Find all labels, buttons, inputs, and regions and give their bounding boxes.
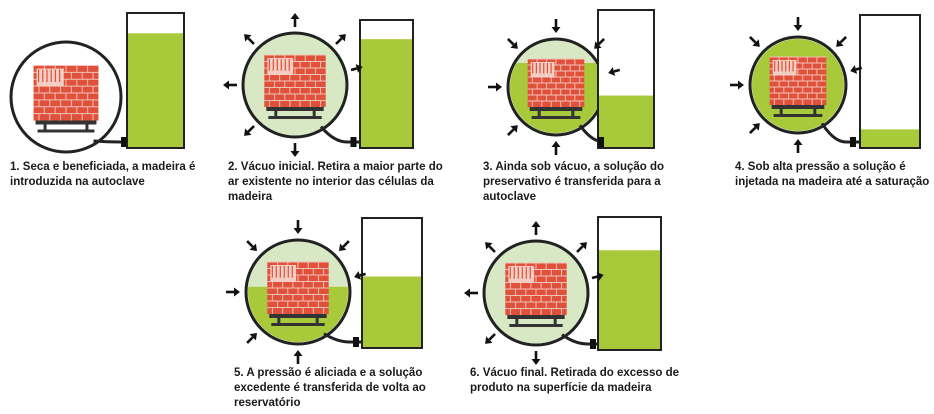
reservoir-solution	[599, 250, 660, 349]
trolley	[507, 315, 565, 327]
reservoir-solution	[128, 33, 183, 147]
caption-step-4: 4. Sob alta pressão a solução é injetada…	[735, 161, 930, 188]
reservoir-solution	[599, 95, 653, 147]
vacuum-arrow-icon	[730, 80, 744, 90]
vacuum-arrow-icon	[531, 221, 541, 235]
vacuum-arrow-icon	[226, 287, 240, 297]
valve	[850, 137, 856, 147]
vacuum-arrow-icon	[464, 288, 478, 298]
valve	[350, 137, 357, 147]
process-step-4	[730, 14, 921, 153]
transfer-pipe	[323, 332, 362, 344]
vacuum-arrow-icon	[506, 37, 518, 49]
process-step-6	[464, 216, 662, 365]
vacuum-arrow-icon	[335, 34, 346, 45]
valve	[598, 137, 604, 147]
vacuum-arrow-icon	[293, 350, 303, 364]
trolley	[771, 105, 825, 117]
transfer-pipe	[93, 139, 127, 144]
wood-stack	[267, 261, 329, 314]
vacuum-arrow-icon	[748, 35, 760, 47]
transfer-pipe	[561, 333, 598, 346]
vacuum-arrow-icon	[485, 242, 496, 253]
vacuum-arrow-icon	[354, 271, 366, 280]
reservoir-solution	[363, 276, 421, 347]
vacuum-arrow-icon	[244, 34, 255, 45]
vacuum-arrow-icon	[793, 17, 803, 31]
vacuum-arrow-icon	[608, 67, 621, 76]
reservoir-solution	[861, 129, 919, 147]
vacuum-arrow-icon	[290, 143, 300, 157]
caption-step-3: 3. Ainda sob vácuo, a solução do preserv…	[483, 161, 665, 203]
wood-stack	[527, 58, 585, 107]
valve	[353, 337, 359, 347]
vacuum-arrow-icon	[591, 272, 604, 281]
reservoir-tank	[859, 14, 921, 149]
trolley	[529, 107, 583, 119]
vacuum-arrow-icon	[488, 82, 502, 92]
trolley	[35, 120, 97, 133]
vacuum-arrow-icon	[551, 141, 561, 155]
vacuum-arrow-icon	[748, 123, 760, 135]
transfer-pipe	[319, 125, 360, 144]
vacuum-arrow-icon	[531, 351, 541, 365]
vacuum-arrow-icon	[576, 242, 587, 253]
vacuum-arrow-icon	[246, 333, 257, 344]
process-step-2	[223, 13, 414, 157]
vacuum-arrow-icon	[850, 65, 863, 74]
trolley	[266, 107, 324, 119]
wood-stack	[505, 262, 567, 315]
valve	[590, 339, 596, 349]
vacuum-arrow-icon	[244, 125, 255, 136]
process-step-3	[488, 9, 655, 155]
vacuum-arrow-icon	[223, 80, 237, 90]
caption-step-1: 1. Seca e beneficiada, a madeira é intro…	[10, 161, 196, 188]
reservoir-solution	[361, 39, 412, 148]
vacuum-arrow-icon	[594, 37, 606, 49]
caption-step-5: 5. A pressão é aliciada e a solução exce…	[234, 367, 426, 409]
vacuum-arrow-icon	[293, 220, 303, 234]
vacuum-arrow-icon	[290, 13, 300, 27]
transfer-pipe	[820, 122, 860, 144]
process-step-5	[226, 217, 423, 364]
trolley	[269, 314, 327, 326]
vacuum-arrow-icon	[793, 139, 803, 153]
vacuum-arrow-icon	[551, 19, 561, 33]
vacuum-arrow-icon	[836, 35, 848, 47]
wood-stack	[769, 56, 827, 105]
valve	[121, 137, 127, 147]
vacuum-arrow-icon	[485, 333, 496, 344]
caption-step-2: 2. Vácuo inicial. Retira a maior parte d…	[228, 161, 443, 203]
wood-stack	[33, 65, 99, 121]
vacuum-arrow-icon	[350, 64, 363, 73]
vacuum-arrow-icon	[246, 240, 257, 251]
process-step-1	[9, 12, 185, 154]
caption-step-6: 6. Vácuo final. Retirada do excesso de p…	[470, 367, 679, 394]
vacuum-arrow-icon	[339, 240, 350, 251]
vacuum-arrow-icon	[506, 125, 518, 137]
wood-stack	[264, 54, 326, 107]
